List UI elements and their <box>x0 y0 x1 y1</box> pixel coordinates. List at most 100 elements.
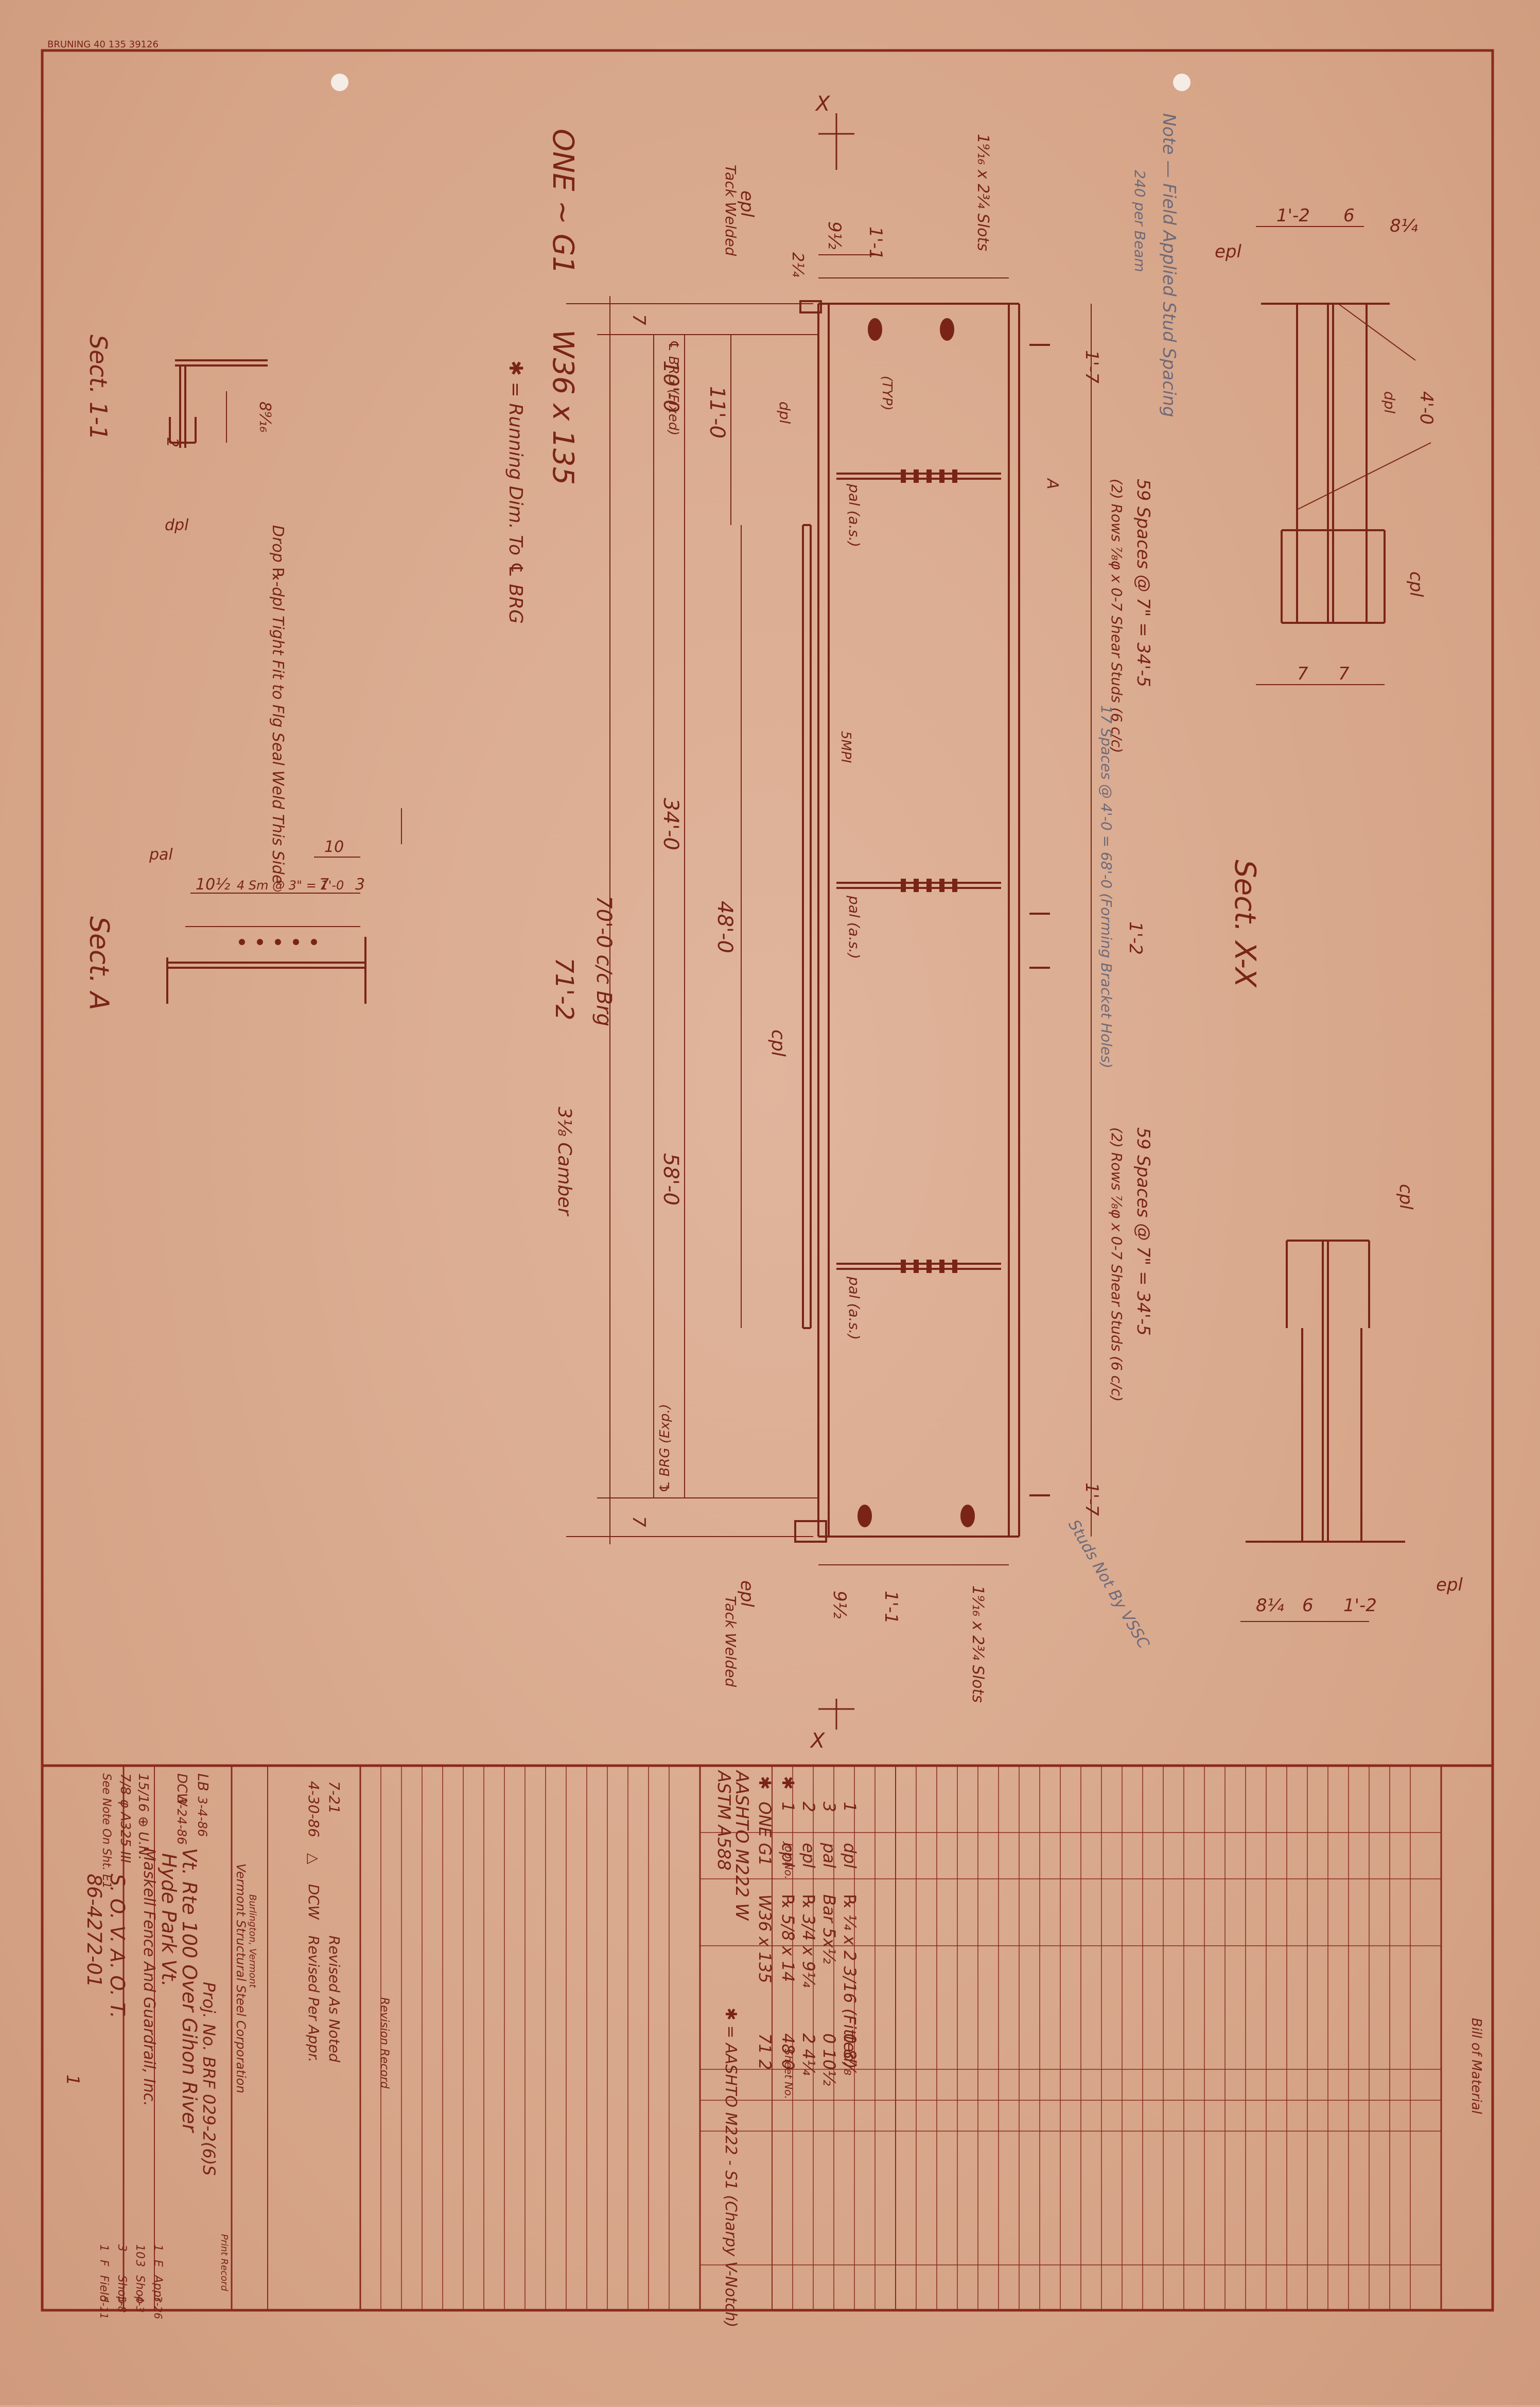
bom-row2-qty: 1 <box>778 1802 798 1812</box>
x-mark-top: X <box>815 92 831 116</box>
bom-row5-desc: ℞ ¼ x 2 3/16 (Fitted) <box>840 1894 860 2069</box>
xx-cpl-label: cpl <box>1406 571 1426 597</box>
dim-34: 34'-0 <box>659 798 682 850</box>
bom-note: ✱ = AASHTO M222 - S1 (Charpy V-Notch) <box>722 2008 740 2327</box>
title-block <box>42 1764 1493 2310</box>
xx-dim-6: 6 <box>1343 205 1355 226</box>
member-label: ONE ~ G1 <box>546 129 580 274</box>
customer-name: Maskell Fence And Guardrail, Inc. <box>140 1848 158 2106</box>
section-a <box>166 808 402 1004</box>
camber-label: 3⅛ Camber <box>554 1107 575 1217</box>
rev1-date: 4-30-86 <box>305 1781 322 1837</box>
dim-24-top: 2¼ <box>789 252 807 277</box>
bom-row1-mark: G1 <box>755 1843 775 1866</box>
revision-title: Revision Record <box>378 1997 391 2089</box>
bom-row5-qty: 1 <box>840 1802 860 1812</box>
checked-by: DCW <box>174 1773 189 1807</box>
epl-label-bottom: epl <box>737 1580 757 1608</box>
sheet-border <box>41 49 1494 2312</box>
dim-58: 58'-0 <box>659 1153 682 1206</box>
studs-not-by-vssc: Studs Not By VSSC <box>1064 1517 1153 1652</box>
section-label: W36 x 135 <box>546 329 580 485</box>
bom-row4-length: 0 10½ <box>819 2033 839 2086</box>
xx-dim-7a: 7 <box>1297 664 1308 684</box>
bom-row2-desc: ℞ 5/8 x 14 <box>778 1894 798 1982</box>
bom-row2-star: ✱ <box>778 1776 798 1790</box>
company-location: Burlington, Vermont <box>247 1894 258 1989</box>
bom-row4-desc: Bar 5x½ <box>819 1894 839 1964</box>
section-1-1 <box>169 359 268 448</box>
field-applied-note: Note — Field Applied Stud Spacing <box>1159 113 1179 417</box>
brg-exp: ℄ BRG (Exp.) <box>657 1404 673 1493</box>
project-name: Vt. Rte 100 Over Gihon River <box>178 1848 201 2133</box>
bom-job-no: Job No. <box>782 1841 795 1879</box>
rev1-by: DCW <box>305 1884 322 1920</box>
dim-9half-top: 9½ <box>824 221 845 250</box>
brg-distance: 70'-0 c/c Brg <box>592 896 616 1026</box>
cpl-label: cpl <box>767 1030 789 1057</box>
xx-bot-dim-12: 1'-2 <box>1343 1595 1377 1616</box>
bom-grid <box>380 1766 1411 2310</box>
bom-astm: ASTM A588 <box>713 1770 734 1871</box>
x-mark-bottom: X <box>810 1729 826 1753</box>
checked-date: 3-24-86 <box>174 1796 189 1845</box>
section-xx-bottom <box>1240 1240 1405 1622</box>
pal-label-2: pal (a.s.) <box>846 895 863 959</box>
slots-top: 1⁹⁄₁₆ x 2¾ Slots <box>974 134 992 251</box>
dim-7-bottom: 7 <box>628 1516 649 1527</box>
studs-bottom-rows: (2) Rows ⅞φ x 0-7 Shear Studs (6 c/c) <box>1108 1127 1125 1402</box>
xx-bot-dim-6: 6 <box>1302 1595 1314 1616</box>
per-beam-note: 240 per Beam <box>1131 170 1148 272</box>
xx-bot-epl-label: epl <box>1436 1575 1463 1595</box>
pal-label-3: pal (a.s.) <box>846 1276 863 1340</box>
s11-dim-2: 2 <box>163 438 181 447</box>
print2-to: Shop <box>133 2275 146 2304</box>
xx-dpl-label: dpl <box>1381 391 1398 414</box>
xx-epl-label: epl <box>1215 241 1242 262</box>
a-dim-3: 3 <box>355 876 365 894</box>
tack-welded-bottom: Tack Welded <box>722 1596 739 1687</box>
a-dim-10: 10 <box>324 838 344 856</box>
brg-fixed: ℄ BRG (Fixed) <box>666 340 681 435</box>
rev1-desc: Revised Per Appr. <box>305 1935 322 2063</box>
dim-10: 10'-0 <box>659 360 682 413</box>
town-name: Hyde Park Vt. <box>157 1853 180 1987</box>
print2-date: 4-3 <box>134 2296 146 2313</box>
print3-to: Shop <box>115 2275 128 2304</box>
company-name: Vermont Structural Steel Corporation <box>234 1863 248 2094</box>
dim-48: 48'-0 <box>713 901 737 953</box>
drop-note: Drop ℞-dpl Tight Fit to Flg Seal Weld Th… <box>269 525 287 884</box>
a-dim-45: 4 Sm @ 3" = 1'-0 <box>237 878 344 893</box>
a-section-mark: A <box>1043 478 1061 490</box>
contract-no: 86-4272-01 <box>83 1874 106 1987</box>
print1-rev: E <box>151 2260 164 2267</box>
print3-date: 5-8 <box>116 2296 128 2313</box>
bom-row1-desc: W36 x 135 <box>755 1894 775 1983</box>
bom-row3-length: 2 4¼ <box>799 2033 818 2075</box>
a-pal-label: pal <box>149 846 173 864</box>
studs-top-rows: (2) Rows ⅞φ x 0-7 Shear Studs (6 c/c) <box>1108 479 1125 753</box>
dpl-label: dpl <box>776 402 793 424</box>
bom-row3-desc: ℞ 3/4 x 9¼ <box>799 1894 818 1987</box>
bom-sheet-no: Sheet No. <box>782 2049 795 2099</box>
sheet-no: 1 <box>62 2074 83 2086</box>
rev1-mark: △ <box>305 1853 322 1864</box>
bom-row2-length: 48 0 <box>778 2033 798 2070</box>
sect-xx-title: Sect. X-X <box>1228 860 1262 988</box>
engineer-name: S. O. V. A. O. T. <box>106 1874 129 2018</box>
typ-label: (TYP) <box>879 376 895 411</box>
print-record-title: Print Record <box>219 2234 230 2291</box>
studs-top: 59 Spaces @ 7" = 34'-5 <box>1133 479 1153 687</box>
studs-mid: 17 Spaces @ 4'-0 = 68'-0 (Forming Bracke… <box>1098 705 1115 1069</box>
rev2-date: 7-21 <box>326 1781 343 1814</box>
overall-length: 71'-2 <box>550 957 579 1020</box>
weld-spec: 15/16 ⊕ U.N. <box>135 1773 151 1860</box>
sect-a-title: Sect. A <box>83 916 114 1010</box>
running-dim-note: ✱ = Running Dim. To ℄ BRG <box>505 360 526 624</box>
bom-row1-qty: ONE <box>755 1802 775 1838</box>
dim-11-top: 1'-1 <box>865 226 886 260</box>
dim-9half-bottom: 9½ <box>829 1591 850 1619</box>
bom-row4-mark: pal <box>819 1842 839 1868</box>
smpl-label: 5MPI <box>838 731 853 763</box>
